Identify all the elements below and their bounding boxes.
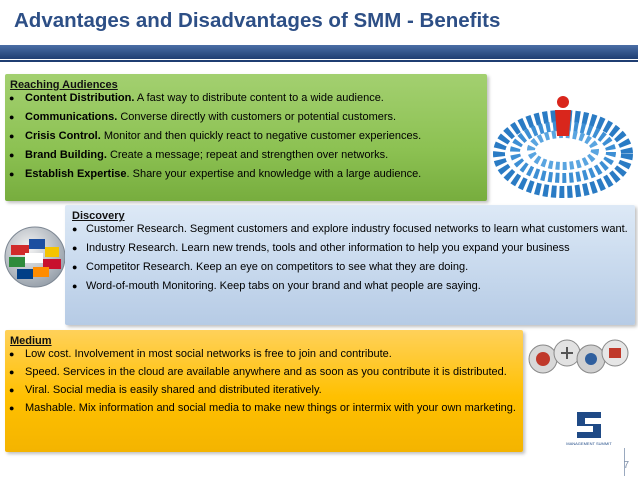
item-text: Viral. Social media is easily shared and…	[25, 384, 322, 396]
list-item: ● Content Distribution. A fast way to dis…	[5, 92, 487, 105]
medium-list: ● Low cost. Involvement in most social ne…	[5, 348, 523, 415]
bullet-icon: ●	[9, 367, 15, 377]
item-text: Monitor and then quickly react to negati…	[100, 130, 422, 142]
item-text: Speed. Services in the cloud are availab…	[25, 366, 507, 378]
item-lead: Content Distribution.	[25, 92, 135, 104]
bullet-icon: ●	[9, 385, 15, 395]
list-item: ● Mashable. Mix information and social me…	[5, 402, 523, 415]
reaching-audiences-list: ● Content Distribution. A fast way to dis…	[5, 92, 487, 181]
bullet-icon: ●	[9, 349, 15, 359]
people-circle-image	[493, 96, 633, 198]
list-item: ● Competitor Research. Keep an eye on com…	[65, 261, 635, 274]
discovery-list: ● Customer Research. Segment customers an…	[65, 223, 635, 293]
reaching-audiences-heading: Reaching Audiences	[10, 79, 118, 91]
list-item: ● Low cost. Involvement in most social ne…	[5, 348, 523, 361]
medium-box: Medium ● Low cost. Involvement in most so…	[5, 330, 523, 452]
item-lead: Brand Building.	[25, 149, 107, 161]
bullet-icon: ●	[9, 403, 15, 413]
item-text: Low cost. Involvement in most social net…	[25, 348, 392, 360]
bullet-icon: ●	[72, 281, 78, 291]
item-lead: Crisis Control.	[25, 130, 101, 142]
discovery-heading: Discovery	[72, 210, 125, 222]
item-text: . Share your expertise and knowledge wit…	[126, 168, 422, 180]
list-item: ● Establish Expertise. Share your experti…	[5, 168, 487, 181]
title-rule	[0, 45, 638, 59]
social-media-icons-image	[528, 339, 629, 374]
list-item: ● Crisis Control. Monitor and then quickl…	[5, 130, 487, 143]
medium-heading: Medium	[10, 335, 52, 347]
list-item: ● Industry Research. Learn new trends, to…	[65, 242, 635, 255]
list-item: ● Communications. Converse directly with …	[5, 111, 487, 124]
item-text: Industry Research. Learn new trends, too…	[86, 242, 570, 254]
page-number: 7	[623, 460, 629, 471]
bullet-icon: ●	[9, 112, 15, 122]
list-item: ● Customer Research. Segment customers an…	[65, 223, 635, 236]
item-text: Customer Research. Segment customers and…	[86, 223, 628, 235]
logo-text: MANAGEMENT SUMMIT	[566, 441, 612, 446]
bullet-icon: ●	[72, 243, 78, 253]
item-text: Create a message; repeat and strengthen …	[106, 149, 389, 161]
item-lead: Establish Expertise	[25, 168, 127, 180]
discovery-box: Discovery ● Customer Research. Segment cu…	[65, 205, 635, 325]
bullet-icon: ●	[9, 131, 15, 141]
item-lead: Communications.	[25, 111, 118, 123]
title-rule-line	[0, 60, 638, 62]
item-text: A fast way to distribute content to a wi…	[134, 92, 384, 104]
bullet-icon: ●	[9, 169, 15, 179]
flag-globe-image	[4, 226, 66, 288]
list-item: ● Brand Building. Create a message; repea…	[5, 149, 487, 162]
item-text: Mashable. Mix information and social med…	[25, 402, 516, 414]
list-item: ● Speed. Services in the cloud are availa…	[5, 366, 523, 379]
item-text: Converse directly with customers or pote…	[117, 111, 397, 123]
list-item: ● Viral. Social media is easily shared an…	[5, 384, 523, 397]
list-item: ● Word-of-mouth Monitoring. Keep tabs on …	[65, 280, 635, 293]
reaching-audiences-box: Reaching Audiences ● Content Distribution…	[5, 74, 487, 201]
bullet-icon: ●	[9, 93, 15, 103]
bullet-icon: ●	[72, 262, 78, 272]
slide-title: Advantages and Disadvantages of SMM - Be…	[14, 9, 501, 32]
corner-divider	[624, 448, 625, 476]
bullet-icon: ●	[9, 150, 15, 160]
bullet-icon: ●	[72, 224, 78, 234]
item-text: Word-of-mouth Monitoring. Keep tabs on y…	[86, 280, 481, 292]
company-logo: MANAGEMENT SUMMIT	[566, 412, 612, 446]
item-text: Competitor Research. Keep an eye on comp…	[86, 261, 469, 273]
